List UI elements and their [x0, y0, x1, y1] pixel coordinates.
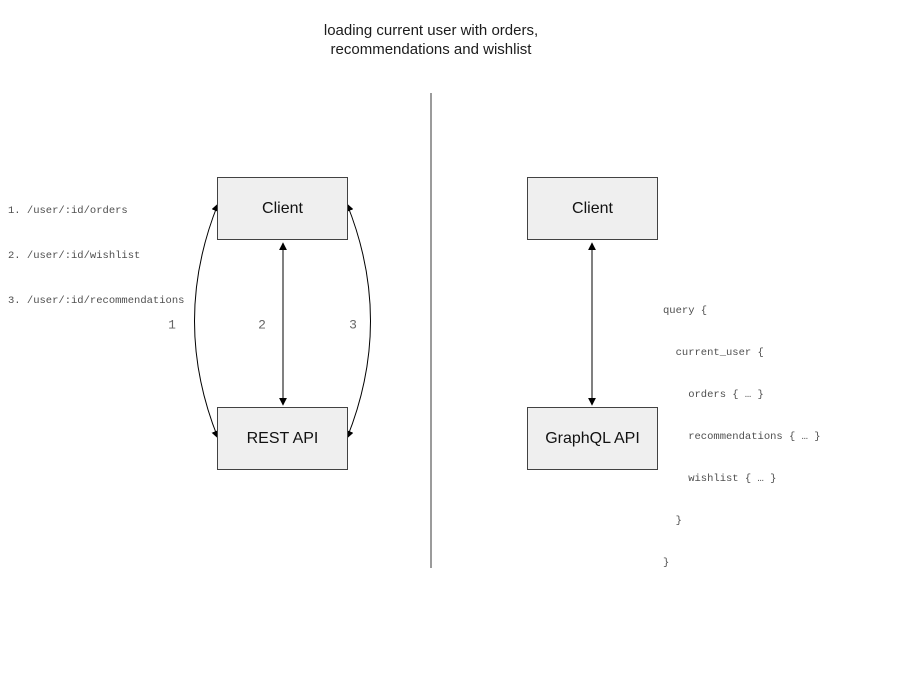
endpoint-orders: 1. /user/:id/orders [8, 205, 128, 217]
arrow-label-1: 1 [168, 317, 176, 333]
rest-arrow-recommendations-curve [345, 203, 371, 439]
endpoint-wishlist: 2. /user/:id/wishlist [8, 250, 141, 262]
diagram-title: loading current user with orders, recomm… [231, 21, 631, 59]
graphql-query-code: query { current_user { orders { … } reco… [663, 276, 821, 598]
query-line: } [663, 515, 682, 527]
query-line: current_user { [663, 347, 764, 359]
title-line-2: recommendations and wishlist [330, 41, 532, 58]
query-line: orders { … } [663, 389, 764, 401]
rest-client-label: Client [262, 199, 303, 217]
rest-api-label: REST API [246, 429, 319, 447]
rest-arrow-orders-curve [194, 203, 220, 439]
title-line-1: loading current user with orders, [323, 22, 539, 39]
query-line: recommendations { … } [663, 431, 821, 443]
query-line: wishlist { … } [663, 473, 777, 485]
endpoint-recommendations: 3. /user/:id/recommendations [8, 295, 185, 307]
graphql-client-label: Client [572, 199, 613, 217]
arrow-label-2: 2 [258, 317, 266, 333]
query-line: query { [663, 305, 708, 317]
query-line: } [663, 557, 670, 569]
rest-client-box: Client [217, 177, 348, 240]
graphql-api-label: GraphQL API [545, 429, 640, 447]
arrow-label-3: 3 [349, 317, 357, 333]
graphql-api-box: GraphQL API [527, 407, 658, 470]
rest-api-box: REST API [217, 407, 348, 470]
rest-endpoint-list: 1. /user/:id/orders 2. /user/:id/wishlis… [8, 174, 184, 339]
graphql-client-box: Client [527, 177, 658, 240]
